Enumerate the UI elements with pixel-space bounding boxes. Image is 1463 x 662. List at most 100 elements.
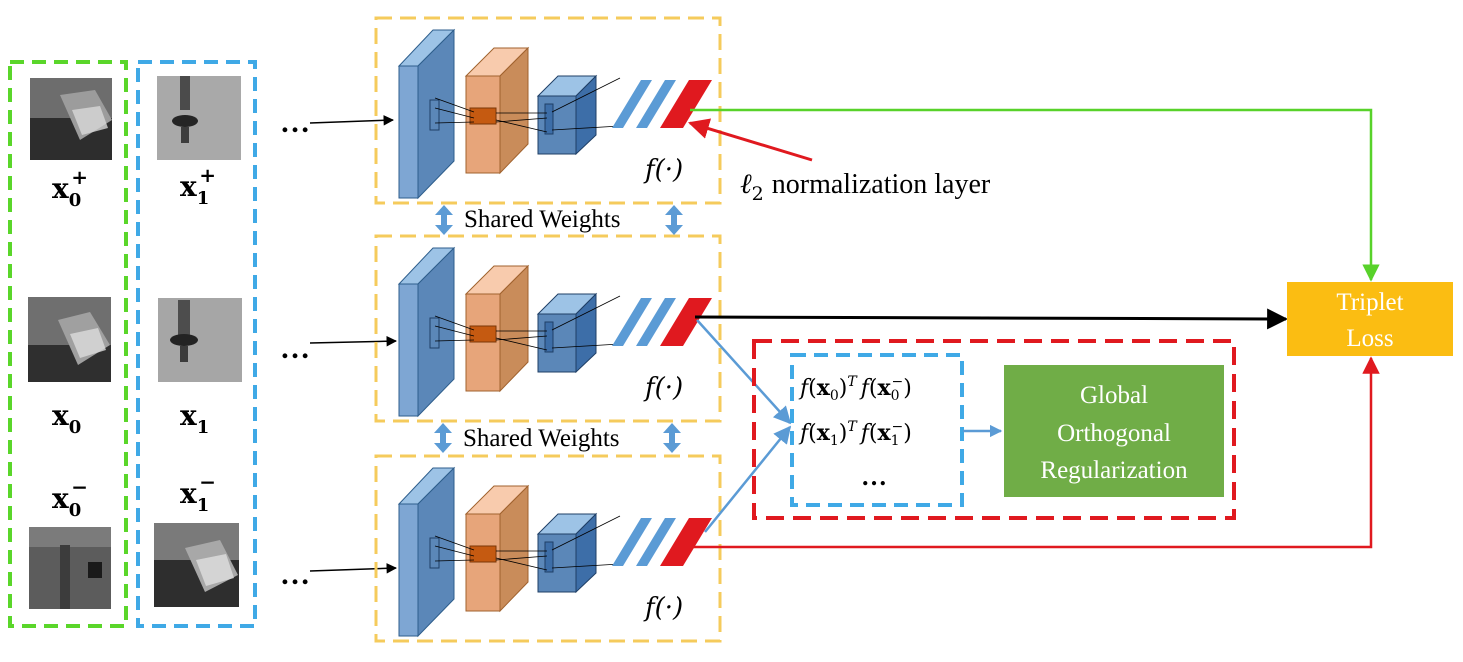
- conv3-kernel: [544, 541, 554, 573]
- embedding-stripe-blue: [636, 518, 676, 566]
- gor-box-line-2: Orthogonal: [1057, 420, 1171, 447]
- connection-line: [551, 515, 621, 551]
- conv1-front: [398, 283, 419, 417]
- patch-x1-negative: [154, 523, 239, 607]
- connection-line: [434, 107, 475, 119]
- gor-box-line-3: Regularization: [1040, 457, 1188, 484]
- ellipsis-middle: …: [280, 332, 310, 365]
- conv1-kernel: [429, 317, 440, 349]
- negative-to-gor-arrow: [704, 425, 792, 533]
- gor-box: [1004, 365, 1224, 497]
- negative-output-arrow: [692, 356, 1380, 549]
- conv3-kernel: [544, 321, 554, 353]
- label-x1-positive: x1+: [180, 163, 216, 209]
- connection-line: [434, 121, 475, 124]
- network-branch-1: f(·): [374, 234, 722, 423]
- embedding-stripe-red: [660, 80, 712, 128]
- connection-line: [551, 125, 621, 131]
- network-function-label: f(·): [643, 155, 683, 185]
- connection-line: [495, 335, 548, 341]
- embedding-stripe-red: [660, 298, 712, 346]
- positive-output-arrow: [690, 108, 1380, 282]
- embedding-stripe-blue: [636, 80, 676, 128]
- conv2-kernel: [469, 325, 497, 343]
- conv1-kernel: [429, 537, 440, 569]
- conv3-front: [537, 313, 577, 373]
- conv1-kernel: [429, 99, 440, 131]
- conv2-kernel: [469, 107, 497, 125]
- shared-weights-bottom: Shared Weights: [434, 423, 681, 453]
- patch-x0-anchor: [28, 297, 111, 382]
- l2-annotation-arrow: [687, 118, 813, 162]
- connection-line: [495, 117, 548, 123]
- label-x1-anchor: x1: [180, 399, 209, 438]
- connection-line: [551, 77, 621, 113]
- anchor-output-arrow: [694, 308, 1289, 330]
- label-x0-anchor: x0: [52, 399, 81, 438]
- network-function-label: f(·): [643, 373, 683, 403]
- network-branch-0: f(·): [374, 16, 722, 205]
- patch-x0-positive: [30, 78, 112, 160]
- connection-line: [434, 559, 475, 562]
- connection-line: [495, 555, 548, 561]
- connection-line: [434, 325, 475, 337]
- gor-frame: [752, 339, 1236, 520]
- conv1-front: [398, 65, 419, 199]
- embedding-stripe-blue: [612, 80, 652, 128]
- connection-line: [434, 97, 475, 113]
- triplet-loss-line-2: Loss: [1346, 325, 1393, 352]
- shared-weights-top-label: Shared Weights: [464, 206, 621, 233]
- network-frame: [374, 234, 722, 423]
- input-arrow-top: [309, 115, 395, 126]
- triplet-loss-line-1: Triplet: [1336, 289, 1403, 316]
- patch-x1-anchor: [158, 298, 242, 382]
- shared-weights-bottom-left-icon: [434, 423, 452, 453]
- column-x0-frame: [8, 60, 128, 628]
- connection-line: [551, 343, 621, 349]
- input-arrow-bottom: [309, 563, 398, 574]
- shared-weights-top-left-icon: [435, 205, 453, 235]
- inner-products-frame: [790, 353, 964, 507]
- network-frame: [374, 454, 722, 643]
- embedding-stripe-blue: [612, 518, 652, 566]
- connection-line: [495, 337, 548, 351]
- input-arrow-middle: [309, 335, 398, 347]
- connection-line: [434, 535, 475, 551]
- embedding-stripe-blue: [612, 298, 652, 346]
- label-x0-negative: x0−: [52, 475, 88, 521]
- connection-line: [495, 557, 548, 571]
- inner-products-ellipsis: …: [861, 462, 887, 491]
- conv2-kernel: [469, 545, 497, 563]
- triplet-loss-box: [1287, 282, 1453, 356]
- shared-weights-bottom-right-icon: [663, 423, 681, 453]
- conv1-front: [398, 503, 419, 637]
- ellipsis-bottom: …: [280, 558, 310, 591]
- connection-line: [551, 563, 621, 569]
- connection-line: [434, 339, 475, 342]
- label-x0-positive: x0+: [52, 165, 88, 211]
- connection-line: [551, 295, 621, 331]
- embedding-stripe-red: [660, 518, 712, 566]
- network-branch-2: f(·): [374, 454, 722, 643]
- connection-line: [434, 315, 475, 331]
- label-x1-negative: x1−: [180, 470, 216, 516]
- gor-box-line-1: Global: [1080, 382, 1148, 409]
- network-function-label: f(·): [643, 593, 683, 623]
- conv3-front: [537, 533, 577, 593]
- anchor-to-gor-arrow: [696, 319, 792, 425]
- network-branches: f(·) f(·) f(·): [374, 16, 722, 643]
- patch-x0-negative: [29, 527, 111, 609]
- shared-weights-bottom-label: Shared Weights: [463, 425, 620, 452]
- conv3-kernel: [544, 103, 554, 135]
- conv3-front: [537, 95, 577, 155]
- connection-line: [495, 119, 548, 133]
- ellipsis-top: …: [280, 106, 310, 139]
- embedding-stripe-blue: [636, 298, 676, 346]
- column-x1-frame: [136, 60, 257, 628]
- shared-weights-top: Shared Weights: [435, 205, 683, 235]
- shared-weights-top-right-icon: [665, 205, 683, 235]
